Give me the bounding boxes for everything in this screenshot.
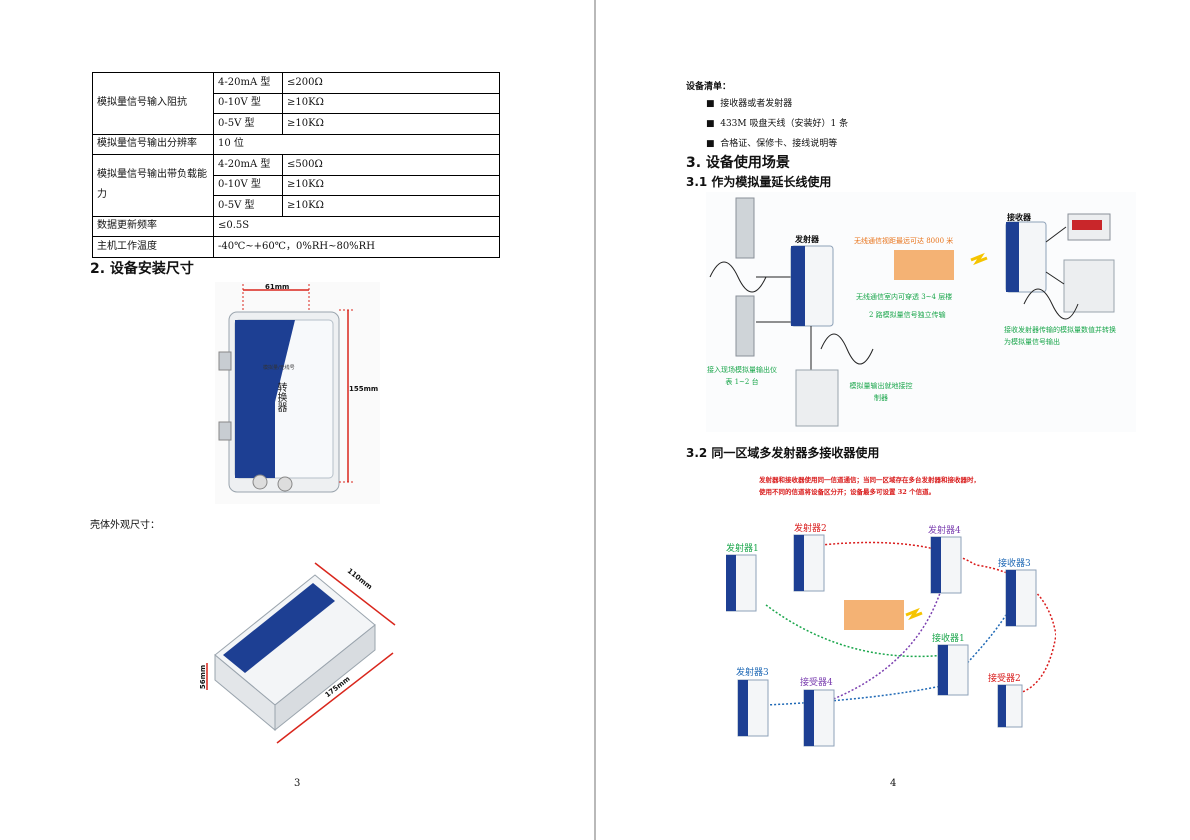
table-cell-value: 10 位 [213,133,500,155]
table-cell-key: 主机工作温度 [92,236,214,258]
channel-note: 发射器和接收器使用同一信道通信；当同一区域存在多台发射器和接收器时， 使用不同的… [759,476,980,496]
node-label: 接受器2 [988,674,1021,684]
node-label: 接收器1 [932,634,965,644]
page-3: 模拟量信号输入阻抗 4-20mA 型 ≤200Ω 0-10V 型 ≥10KΩ 0… [0,0,594,840]
channel-text: 2 路模拟量信号独立传输 [869,311,946,319]
page-number: 3 [294,778,301,789]
table-row: 模拟量信号输出带负载能力 4-20mA 型 ≤500Ω [92,154,500,217]
table-cell-key: 数据更新频率 [92,215,214,237]
table-cell-value: -40℃~+60℃，0%RH~80%RH [213,236,500,258]
spec-table: 模拟量信号输入阻抗 4-20mA 型 ≤200Ω 0-10V 型 ≥10KΩ 0… [92,72,500,258]
table-cell-mode: 0-10V 型 [213,92,283,114]
node-label: 发射器3 [736,668,769,678]
table-cell-key: 模拟量信号输出分辨率 [92,133,214,155]
page-4: 设备清单： ■ 接收器或者发射器 ■ 433M 吸盘天线（安装好）1 条 ■ 合… [596,0,1190,840]
list-item: ■ 433M 吸盘天线（安装好）1 条 [706,119,849,129]
list-item: ■ 接收器或者发射器 [706,99,793,109]
node-label: 发射器1 [726,544,759,554]
table-cell-mode: 4-20mA 型 [213,72,283,94]
node-label: 发射器4 [928,526,961,536]
transmitter-label: 发射器 [795,235,819,244]
device-iso-figure: 110mm 56mm 175mm [195,555,410,755]
section-title: 2. 设备安装尺寸 [90,261,194,277]
table-row: 数据更新频率 ≤0.5S [92,215,500,237]
input-text: 接入现场模拟量输出仪表 1~2 台 [707,366,777,386]
table-cell-mode: 0-10V 型 [213,174,283,196]
table-row: 主机工作温度 -40℃~+60℃，0%RH~80%RH [92,236,500,258]
range-text: 无线通信视距最远可达 8000 米 [854,237,954,245]
table-row: 0-5V 型 ≥10KΩ [93,195,500,217]
subsection-title: 3.2 同一区域多发射器多接收器使用 [686,446,880,460]
equipment-list-title: 设备清单： [686,82,732,92]
receiver-label: 接收器 [1007,213,1031,222]
node-label: 发射器2 [794,524,827,534]
table-cell-value: ≥10KΩ [282,92,500,114]
table-cell-mode: 0-5V 型 [213,195,283,217]
output-text: 接收发射器传输的模拟量数值并转换为模拟量信号输出 [1004,326,1116,346]
table-row: 0-5V 型 ≥10KΩ [93,113,500,135]
table-cell-value: ≥10KΩ [282,174,500,196]
node-label: 接受器4 [800,678,833,688]
device-small-label: 模拟量/无线号 [263,365,295,371]
network-drawing [725,534,1057,747]
section-title: 3. 设备使用场景 [686,155,790,171]
table-cell-mode: 0-5V 型 [213,113,283,135]
table-cell-value: ≥10KΩ [282,113,500,135]
table-cell-value: ≤0.5S [213,215,500,237]
dimension-label: 155mm [349,385,379,393]
table-cell-key: 模拟量信号输入阻抗 [92,72,214,135]
device-front-drawing [215,282,380,504]
table-cell-value: ≤500Ω [282,154,500,176]
device-front-figure: 61mm 155mm 模拟量/无线号 转换器 [215,282,380,504]
scenario-figure-1: 发射器 接收器 无线通信视距最远可达 8000 米 无线通信室内可穿透 3~4 … [706,192,1136,432]
table-cell-mode: 4-20mA 型 [213,154,283,176]
table-row: 0-10V 型 ≥10KΩ [93,92,500,114]
dimension-label: 61mm [265,283,290,291]
table-cell-key: 模拟量信号输出带负载能力 [92,154,214,217]
device-iso-drawing [206,562,396,744]
table-cell-value: ≥10KΩ [282,195,500,217]
scenario-figure-2: 发射器1 发射器2 发射器4 接收器3 接收器1 发射器3 接受器4 接受器2 [725,515,1057,755]
device-main-label: 转换器 [275,382,286,412]
scenario-1-drawing [709,197,1115,427]
control-text: 模拟量输出就地接控制器 [849,382,913,402]
table-row: 模拟量信号输入阻抗 4-20mA 型 ≤200Ω [92,72,500,135]
subsection-title: 3.1 作为模拟量延长线使用 [686,175,832,189]
node-label: 接收器3 [998,559,1031,569]
table-row: 模拟量信号输出分辨率 10 位 [92,133,500,155]
shell-caption: 壳体外观尺寸： [90,520,160,531]
page-number: 4 [890,778,897,789]
list-item: ■ 合格证、保修卡、接线说明等 [706,139,838,149]
table-cell-value: ≤200Ω [282,72,500,94]
wall-text: 无线通信室内可穿透 3~4 层楼 [856,293,953,301]
dimension-label: 56mm [199,664,208,690]
